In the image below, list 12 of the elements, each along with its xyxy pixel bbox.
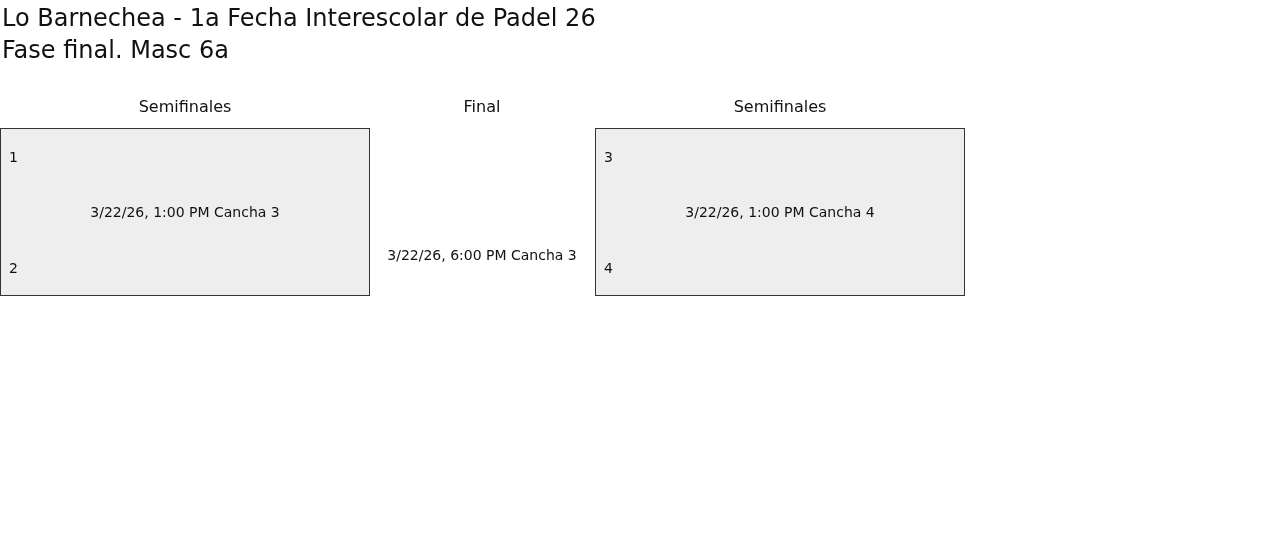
- slot-number: 1: [9, 148, 18, 166]
- page-title: Lo Barnechea - 1a Fecha Interescolar de Padel 26: [2, 3, 596, 33]
- page-subtitle: Fase final. Masc 6a: [2, 35, 229, 65]
- match-schedule: 3/22/26, 1:00 PM Cancha 3: [90, 203, 280, 221]
- match-schedule: 3/22/26, 6:00 PM Cancha 3: [387, 246, 577, 264]
- match-schedule: 3/22/26, 1:00 PM Cancha 4: [685, 203, 875, 221]
- slot-number: 3: [604, 148, 613, 166]
- round-heading: Semifinales: [138, 96, 232, 118]
- slot-number: 4: [604, 259, 613, 277]
- round-heading: Semifinales: [733, 96, 827, 118]
- round-heading: Final: [463, 96, 501, 118]
- slot-number: 2: [9, 259, 18, 277]
